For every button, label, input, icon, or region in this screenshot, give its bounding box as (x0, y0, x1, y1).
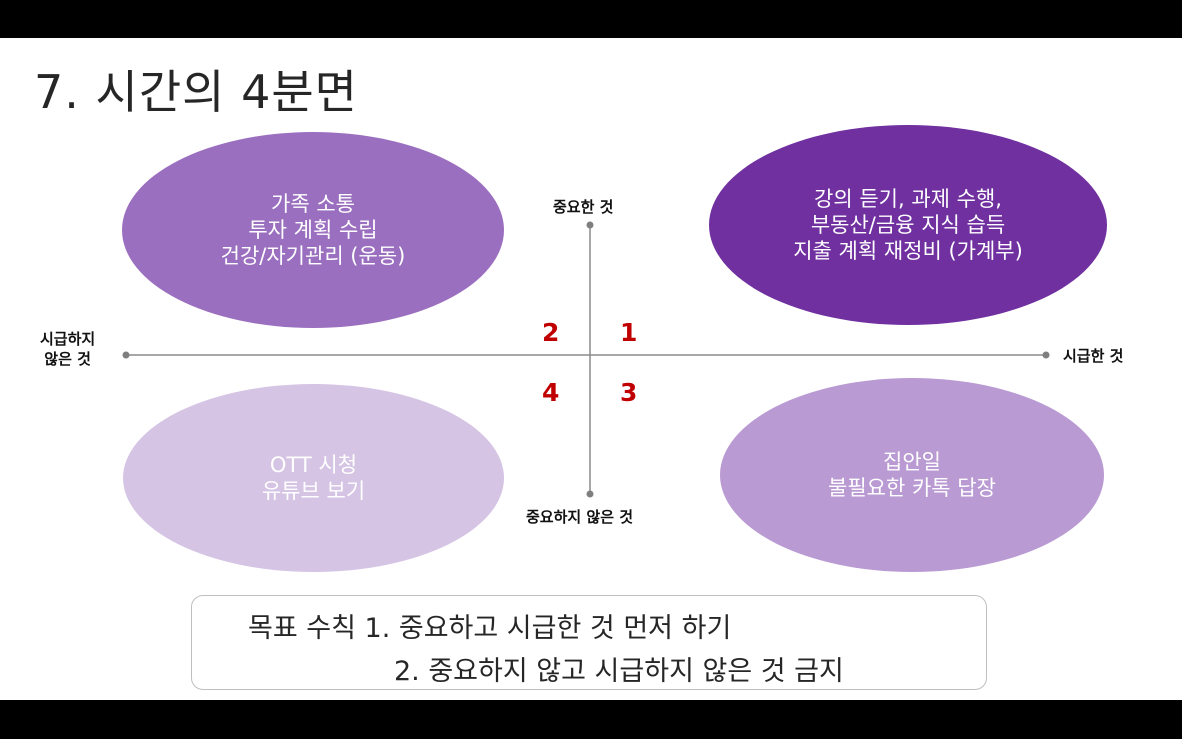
quadrant-4-line: 유튜브 보기 (261, 479, 366, 503)
quadrant-axes (122, 221, 1050, 498)
quadrant-1-line: 강의 듣기, 과제 수행, (814, 187, 1002, 211)
axis-label-urgent: 시급한 것 (1063, 347, 1124, 365)
quadrant-3-line: 불필요한 카톡 답장 (828, 476, 996, 500)
quadrant-4-line: OTT 시청 (269, 453, 358, 477)
goal-rules-box: 목표 수칙 1. 중요하고 시급한 것 먼저 하기 2. 중요하지 않고 시급하… (191, 595, 987, 690)
axis-endpoint-top (586, 221, 594, 229)
goal-rule-1: 목표 수칙 1. 중요하고 시급한 것 먼저 하기 (248, 613, 732, 644)
quadrant-1-line: 지출 계획 재정비 (가계부) (793, 239, 1023, 263)
axis-endpoint-left (122, 351, 130, 359)
quadrant-3-line: 집안일 (883, 450, 941, 474)
quadrant-2-line: 투자 계획 수립 (248, 218, 378, 242)
slide: 7. 시간의 4분면 가족 소통 투자 계획 수립 건강/자기관리 (운동) 강… (0, 38, 1182, 700)
quadrant-number-3: 3 (620, 378, 638, 407)
quadrant-number-1: 1 (620, 318, 638, 347)
quadrant-2-line: 건강/자기관리 (운동) (220, 244, 406, 268)
quadrant-3-not-important-urgent: 집안일 불필요한 카톡 답장 (720, 378, 1104, 572)
axis-label-not-urgent-line: 않은 것 (44, 350, 91, 368)
axis-label-not-urgent: 시급하지 않은 것 (40, 329, 95, 369)
quadrant-2-important-not-urgent: 가족 소통 투자 계획 수립 건강/자기관리 (운동) (122, 132, 504, 328)
axis-endpoint-right (1042, 351, 1050, 359)
axis-endpoint-bottom (586, 490, 594, 498)
quadrant-4-not-important-not-urgent: OTT 시청 유튜브 보기 (123, 384, 504, 572)
axis-label-important: 중요한 것 (553, 198, 614, 216)
quadrant-1-line: 부동산/금융 지식 습득 (810, 213, 1006, 237)
goal-rule-2: 2. 중요하지 않고 시급하지 않은 것 금지 (394, 656, 844, 687)
axis-label-not-urgent-line: 시급하지 (40, 330, 96, 348)
axis-label-not-important: 중요하지 않은 것 (526, 508, 634, 526)
page-title: 7. 시간의 4분면 (34, 65, 358, 119)
quadrant-1-important-urgent: 강의 듣기, 과제 수행, 부동산/금융 지식 습득 지출 계획 재정비 (가계… (709, 125, 1107, 325)
quadrant-number-4: 4 (542, 378, 560, 407)
quadrant-2-line: 가족 소통 (271, 192, 355, 216)
quadrant-number-2: 2 (542, 318, 560, 347)
